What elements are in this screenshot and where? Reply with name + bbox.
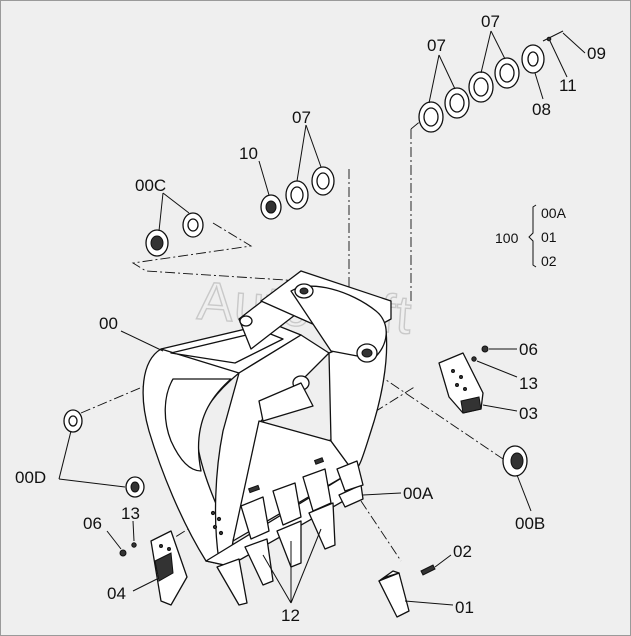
tooth-01 <box>378 570 410 618</box>
callout-00A: 00A <box>403 484 434 503</box>
side-cutter-04 <box>150 530 188 606</box>
bushing-00D <box>63 409 145 498</box>
callout-02: 02 <box>453 542 472 561</box>
callout-12: 12 <box>281 606 300 625</box>
callout-00: 00 <box>99 314 118 333</box>
callout-03: 03 <box>519 404 538 423</box>
callout-00C: 00C <box>135 176 166 195</box>
callout-13-left: 13 <box>121 504 140 523</box>
assembly-table: 100 00A 01 02 <box>495 204 567 269</box>
bushing-00C <box>145 212 204 257</box>
shims-07-upper <box>418 57 520 133</box>
callout-11: 11 <box>559 76 577 95</box>
callout-00D: 00D <box>15 468 46 487</box>
bolt-set-left <box>119 542 137 557</box>
callout-06-right: 06 <box>519 340 538 359</box>
assembly-item-2: 01 <box>541 229 557 245</box>
callout-08: 08 <box>532 100 551 119</box>
pin-02 <box>420 564 436 576</box>
callout-10: 10 <box>239 144 258 163</box>
assembly-ref: 100 <box>495 230 519 246</box>
bolt-09-11 <box>542 30 564 42</box>
plate-08 <box>521 44 545 74</box>
callout-06-left: 06 <box>83 514 102 533</box>
callout-13-right: 13 <box>519 374 538 393</box>
callout-07-left: 07 <box>292 108 311 127</box>
callout-09: 09 <box>587 44 606 63</box>
callout-00B: 00B <box>515 514 545 533</box>
assembly-item-1: 00A <box>541 205 567 221</box>
bolt-set-right <box>471 345 489 362</box>
teeth-row <box>216 457 364 606</box>
side-cutter-03 <box>438 352 484 414</box>
bushing-00B <box>502 445 528 477</box>
washer-10 <box>260 194 282 220</box>
callout-01: 01 <box>455 598 474 617</box>
assembly-item-3: 02 <box>541 253 557 269</box>
callout-labels: 07 07 07 09 11 08 10 00C 00 06 13 03 00D… <box>15 12 606 625</box>
callout-04: 04 <box>107 584 126 603</box>
callout-07-top: 07 <box>481 12 500 31</box>
leader-lines <box>58 30 586 606</box>
callout-07-mid: 07 <box>427 36 446 55</box>
shims-07-left <box>285 166 335 210</box>
